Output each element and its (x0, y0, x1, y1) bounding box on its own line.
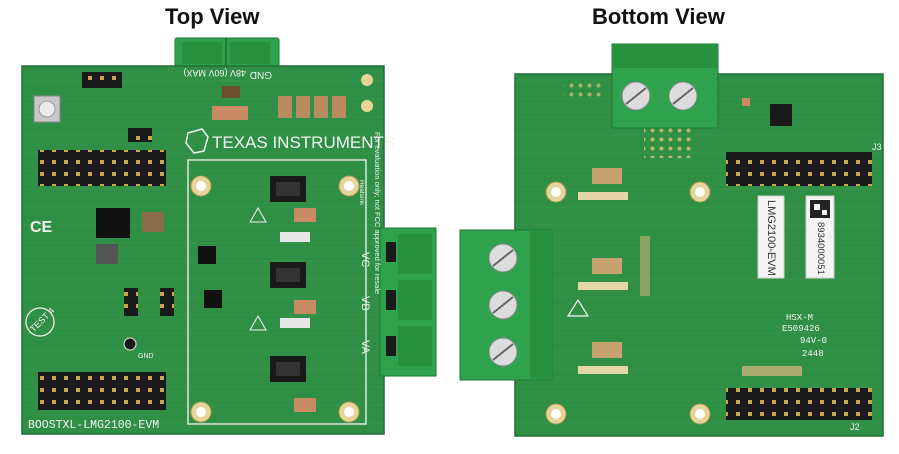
gnd-testpoint-label: GND (138, 353, 154, 360)
top-mounting-holes (190, 74, 373, 423)
serial-sticker: 8934000051 (805, 195, 835, 279)
reset-button (33, 95, 61, 123)
fcc-warning-text: For evaluation only; not FCC approved fo… (373, 132, 382, 294)
bottom-header-lower (726, 388, 872, 420)
heatsink-outline (187, 159, 367, 425)
top-board: TEXAS INSTRUMENTS 48V (60V MAX) GND (21, 37, 437, 435)
phase-label-b: VB (359, 296, 371, 311)
ce-mark: CE (30, 219, 53, 236)
sticker-serial: 8934000051 (815, 222, 826, 275)
fab-lot: E509426 (782, 324, 820, 334)
bottom-capacitor-rows (578, 168, 628, 374)
top-model-label: BOOSTXL-LMG2100-EVM (28, 419, 159, 432)
gnd-power-label: GND (250, 69, 272, 80)
power-stage-b (249, 262, 316, 331)
bottom-power-terminal (611, 43, 719, 129)
phase-label-c: VC (359, 252, 371, 267)
bottom-view-caption: Bottom View (592, 4, 725, 29)
date-code: 2448 (802, 349, 824, 359)
top-phase-terminal (379, 227, 437, 377)
top-view-caption: Top View (165, 4, 260, 29)
bottom-phase-terminal (459, 229, 553, 381)
power-stage-a (270, 356, 316, 412)
bottom-mounting-holes (545, 181, 711, 425)
bottom-header-upper (726, 152, 872, 186)
model-sticker: LMG2100-EVM (757, 195, 785, 279)
top-header-lower (38, 372, 166, 410)
phase-label-a: VA (359, 340, 371, 355)
bulk-capacitors (278, 96, 346, 118)
header-label-j3: J3 (872, 142, 882, 152)
ul-rating: 94V-0 (800, 336, 827, 346)
regulator-ic (96, 208, 130, 238)
top-power-terminal (174, 37, 280, 69)
bottom-board: J3 J2 (459, 43, 884, 437)
heatsink-label: Heatsink (358, 180, 365, 206)
top-header-upper (38, 150, 166, 186)
ti-logo (185, 128, 209, 154)
sticker-model: LMG2100-EVM (765, 200, 777, 276)
header-label-j2: J2 (850, 422, 860, 432)
power-label: 48V (60V MAX) (183, 68, 246, 78)
fab-code: HSX-M (786, 313, 813, 323)
power-stage-c (249, 176, 316, 223)
ti-brand-text: TEXAS INSTRUMENTS (212, 133, 395, 152)
